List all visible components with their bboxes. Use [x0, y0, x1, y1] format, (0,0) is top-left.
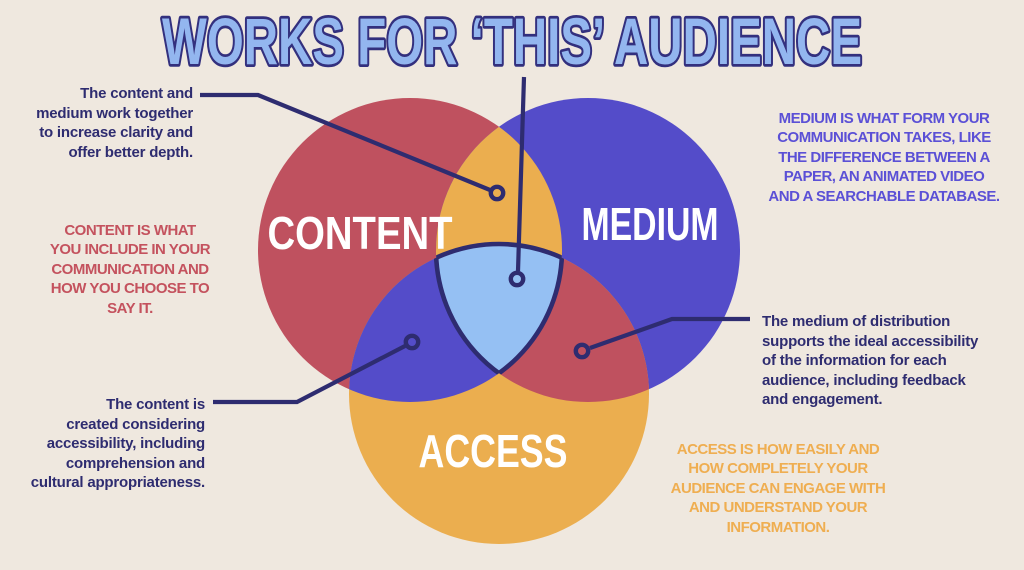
- content-medium-marker-dot: [488, 184, 506, 202]
- text-line: AUDIENCE CAN ENGAGE WITH: [670, 479, 886, 497]
- annotation-access-definition: ACCESS IS HOW EASILY AND HOW COMPLETELY …: [666, 440, 890, 537]
- text-line: audience, including feedback: [762, 371, 966, 389]
- text-line: CONTENT IS WHAT: [64, 222, 196, 239]
- text-line: INFORMATION.: [726, 518, 830, 536]
- text-line: and engagement.: [762, 391, 883, 409]
- connector-content-medium: [200, 92, 491, 192]
- text-line: offer better depth.: [68, 143, 193, 161]
- content-access-marker-dot: [403, 333, 421, 351]
- text-line: HOW COMPLETELY YOUR: [688, 460, 868, 478]
- text-line: ACCESS IS HOW EASILY AND: [676, 441, 880, 458]
- connector-content-access: [213, 344, 406, 405]
- text-line: accessibility, including: [46, 435, 206, 453]
- text-line: SAY IT.: [107, 299, 153, 317]
- annotation-medium-definition: MEDIUM IS WHAT FORM YOUR COMMUNICATION T…: [762, 109, 1006, 206]
- text-line: of the information for each: [762, 352, 947, 370]
- text-line: supports the ideal accessibility: [762, 332, 979, 350]
- text-line: HOW YOU CHOOSE TO: [50, 280, 210, 298]
- page-title: WORKS FOR ‘THIS’ AUDIENCE: [162, 4, 862, 78]
- text-line: MEDIUM IS WHAT FORM YOUR: [778, 110, 990, 127]
- text-line: YOU INCLUDE IN YOUR: [49, 241, 211, 259]
- medium-label: MEDIUM: [582, 198, 719, 250]
- access-label: ACCESS: [419, 425, 568, 477]
- text-line: The content and: [80, 85, 193, 102]
- center-marker-dot: [508, 270, 526, 288]
- text-line: The medium of distribution: [762, 313, 951, 330]
- connector-center: [515, 76, 527, 272]
- text-line: to increase clarity and: [39, 124, 193, 142]
- annotation-content-access: The content is created considering acces…: [8, 395, 205, 493]
- content-label: CONTENT: [268, 207, 453, 259]
- medium-access-marker-dot: [573, 342, 591, 360]
- text-line: comprehension and: [65, 454, 205, 472]
- text-line: medium work together: [36, 104, 193, 122]
- center-outline-access-arc: [436, 241, 562, 402]
- text-line: cultural appropriateness.: [30, 474, 205, 492]
- annotation-medium-access: The medium of distribution supports the …: [762, 312, 1016, 410]
- text-line: PAPER, AN ANIMATED VIDEO: [783, 168, 985, 186]
- text-line: AND A SEARCHABLE DATABASE.: [768, 187, 1000, 205]
- annotation-content-medium: The content and medium work together to …: [15, 84, 193, 162]
- text-line: The content is: [106, 396, 205, 413]
- annotation-content-definition: CONTENT IS WHAT YOU INCLUDE IN YOUR COMM…: [45, 221, 215, 318]
- connector-medium-access: [589, 316, 750, 350]
- text-line: AND UNDERSTAND YOUR: [688, 499, 868, 517]
- text-line: COMMUNICATION AND: [51, 260, 209, 278]
- text-line: created considering: [66, 415, 205, 433]
- text-line: THE DIFFERENCE BETWEEN A: [778, 148, 990, 166]
- text-line: COMMUNICATION TAKES, LIKE: [777, 129, 991, 147]
